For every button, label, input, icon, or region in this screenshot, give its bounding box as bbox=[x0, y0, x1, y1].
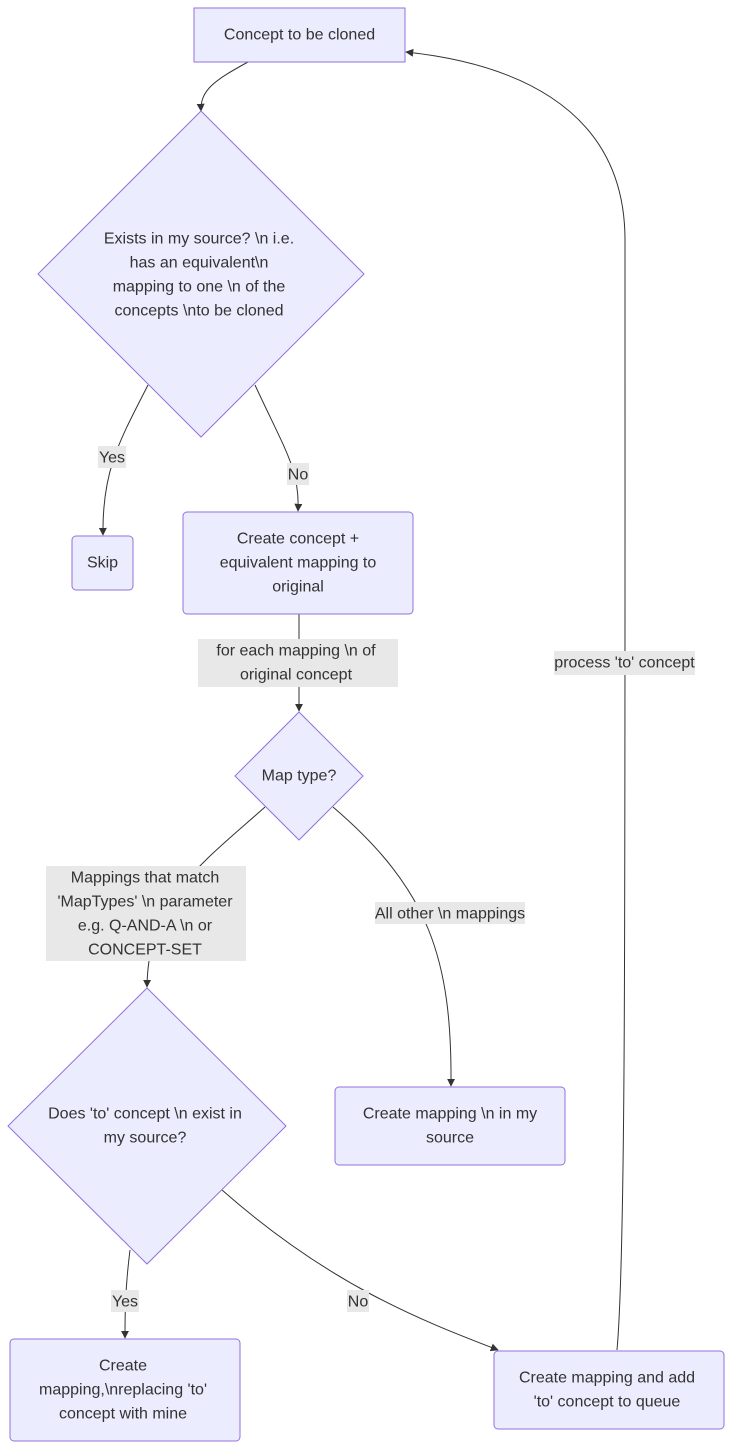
node-create-mapping-in-source: Create mapping \n in my source bbox=[334, 1086, 566, 1166]
edge-label-text: No bbox=[288, 467, 309, 484]
label-line: source bbox=[426, 1130, 474, 1147]
node-to-concept-exists: Does 'to' concept \n exist in my source? bbox=[7, 987, 287, 1265]
node-label: Create mapping,\nreplacing 'to' concept wi… bbox=[39, 1358, 207, 1423]
edge-label-process-to-concept: process 'to' concept bbox=[554, 651, 695, 675]
edge-label-all-other-mappings: All other \n mappings bbox=[375, 902, 525, 924]
node-label: Exists in my source? \n i.e. has an equiv… bbox=[104, 231, 294, 320]
edge-start-to-exists bbox=[196, 61, 249, 112]
label-line: Create mapping and add bbox=[519, 1370, 695, 1387]
label-line: CONCEPT-SET bbox=[88, 942, 202, 959]
label-line: original concept bbox=[240, 667, 353, 684]
label-line: concepts \nto be cloned bbox=[114, 303, 283, 320]
node-concept-to-be-cloned: Concept to be cloned bbox=[193, 7, 406, 63]
edge-label-text: process 'to' concept bbox=[554, 655, 695, 672]
edge-label-yes-skip: Yes bbox=[98, 446, 126, 468]
label-line: Yes bbox=[99, 450, 125, 467]
label-line: my source? bbox=[104, 1130, 187, 1147]
node-label: Skip bbox=[87, 555, 118, 572]
edge-label-text: Mappings that match 'MapTypes' \n paramet… bbox=[57, 870, 233, 959]
edge-label-no-queue: No bbox=[347, 1290, 369, 1312]
label-line: for each mapping \n of bbox=[216, 643, 376, 660]
label-line: original bbox=[272, 579, 324, 596]
edge-map-type-to-create-mapping bbox=[332, 806, 456, 1087]
node-exists-in-my-source: Exists in my source? \n i.e. has an equiv… bbox=[37, 110, 365, 438]
node-label: Concept to be cloned bbox=[224, 27, 375, 44]
label-line: Create concept + bbox=[237, 531, 359, 548]
label-line: 'MapTypes' \n parameter bbox=[57, 894, 233, 911]
label-line: Create bbox=[99, 1358, 147, 1375]
label-line: Exists in my source? \n i.e. bbox=[104, 231, 294, 248]
node-create-concept: Create concept + equivalent mapping to ori… bbox=[182, 511, 414, 615]
edge-exists-to-create-concept bbox=[254, 384, 303, 512]
label-line: No bbox=[348, 1294, 369, 1311]
label-line: Yes bbox=[112, 1294, 138, 1311]
label-line: Does 'to' concept \n exist in bbox=[48, 1106, 242, 1123]
label-line: 'to' concept to queue bbox=[534, 1394, 681, 1411]
label-line: Create mapping \n in my bbox=[363, 1106, 537, 1123]
node-map-type: Map type? bbox=[234, 711, 364, 841]
node-label: Create mapping and add 'to' concept to qu… bbox=[519, 1370, 695, 1411]
label-line: Skip bbox=[87, 555, 118, 572]
label-line: Mappings that match bbox=[71, 870, 220, 887]
edge-label-text: for each mapping \n of original concept bbox=[216, 643, 376, 684]
edge-to-exists-to-queue-mapping bbox=[221, 1189, 499, 1352]
label-line: mapping,\nreplacing 'to' bbox=[39, 1382, 207, 1399]
node-label: Create concept + equivalent mapping to ori… bbox=[220, 531, 377, 596]
label-line: process 'to' concept bbox=[554, 655, 695, 672]
edge-queue-to-start bbox=[405, 48, 626, 1351]
edge-label-text: Yes bbox=[112, 1294, 138, 1311]
label-line: All other \n mappings bbox=[375, 906, 525, 923]
edge-label-no-create: No bbox=[287, 463, 309, 485]
label-line: equivalent mapping to bbox=[220, 555, 377, 572]
label-line: No bbox=[288, 467, 309, 484]
edge-label-text: Yes bbox=[99, 450, 125, 467]
node-label: Does 'to' concept \n exist in my source? bbox=[48, 1106, 242, 1147]
edge-label-mappings-that-match: Mappings that match 'MapTypes' \n paramet… bbox=[46, 866, 246, 961]
node-label: Create mapping \n in my source bbox=[363, 1106, 537, 1147]
label-line: mapping to one \n of the bbox=[113, 279, 286, 296]
edge-label-for-each-mapping: for each mapping \n of original concept bbox=[198, 639, 398, 687]
edge-label-text: No bbox=[348, 1294, 369, 1311]
label-line: has an equivalent\n bbox=[130, 255, 269, 272]
node-create-mapping-replacing: Create mapping,\nreplacing 'to' concept wi… bbox=[9, 1338, 241, 1442]
edge-label-yes-replace: Yes bbox=[111, 1290, 139, 1312]
node-create-mapping-and-queue: Create mapping and add 'to' concept to qu… bbox=[493, 1350, 725, 1430]
node-skip: Skip bbox=[71, 535, 134, 591]
node-label: Map type? bbox=[262, 768, 337, 785]
label-line: e.g. Q-AND-A \n or bbox=[78, 918, 213, 935]
label-line: Concept to be cloned bbox=[224, 27, 375, 44]
label-line: Map type? bbox=[262, 768, 337, 785]
edge-label-text: All other \n mappings bbox=[375, 906, 525, 923]
label-line: concept with mine bbox=[59, 1406, 187, 1423]
